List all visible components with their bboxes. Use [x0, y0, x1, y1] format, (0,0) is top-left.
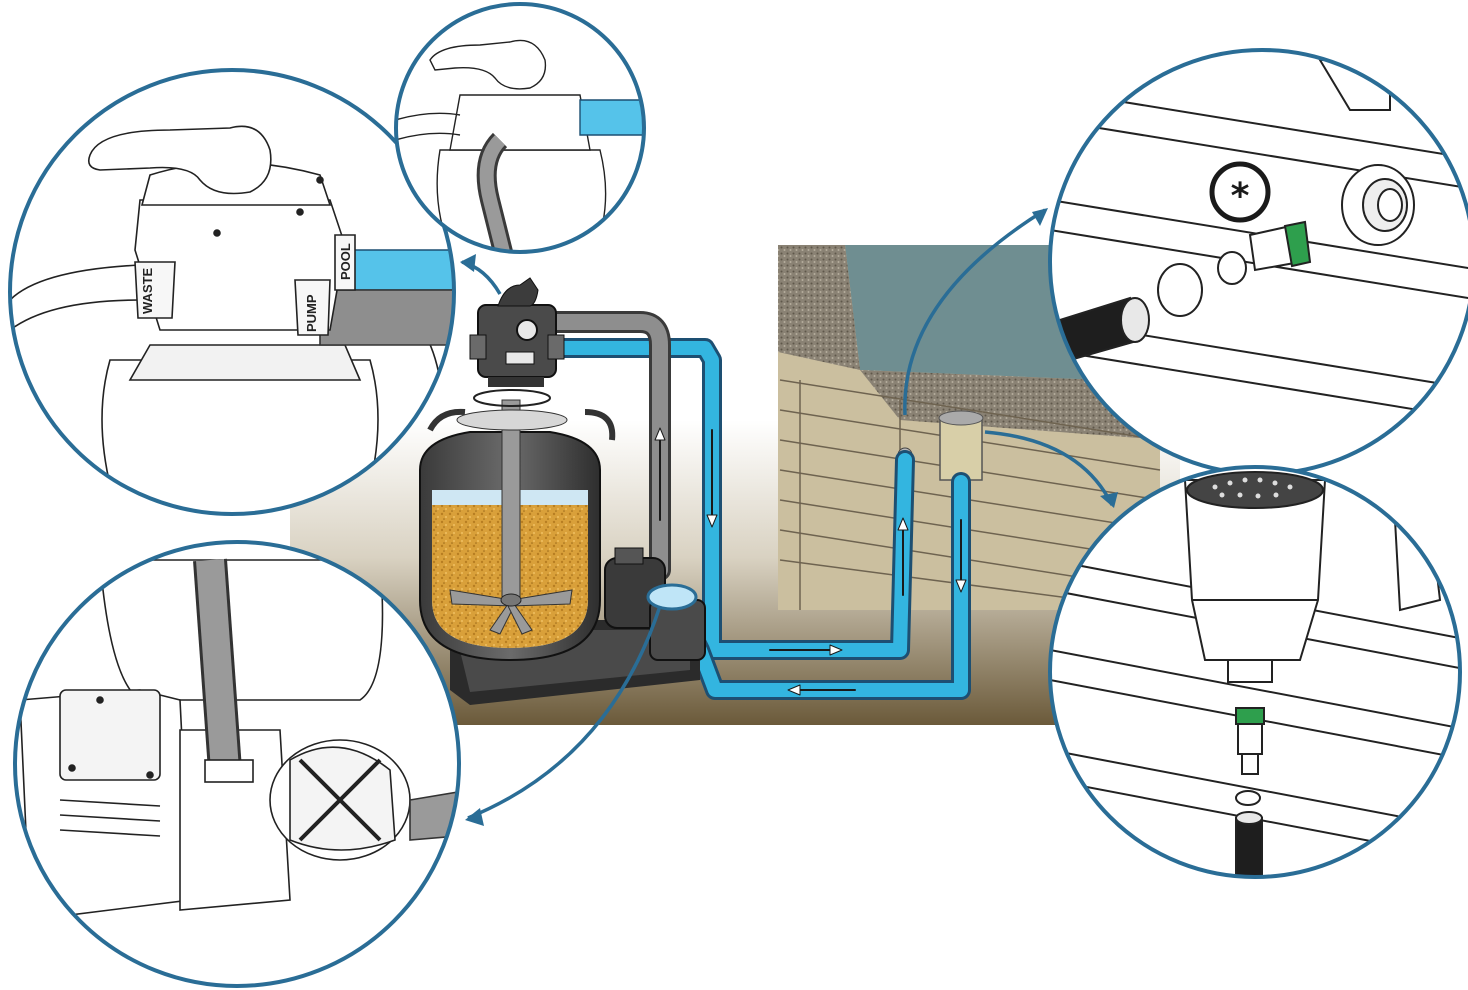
skimmer-on-wall	[938, 410, 984, 481]
pool-coping-left	[778, 245, 860, 370]
detail-valve-closeup: WASTE PUMP POOL	[8, 68, 456, 516]
multiport-valve-icon	[469, 277, 565, 387]
label-pool: POOL	[338, 243, 353, 280]
callout-arrowheads	[460, 208, 1118, 826]
valve-to-pump-pipe	[547, 314, 668, 578]
detail-pump-closeup	[13, 540, 461, 988]
label-pump: PUMP	[304, 294, 319, 332]
pump-basket-lid	[646, 583, 698, 611]
detail-wall-inlet: *	[1048, 48, 1468, 476]
label-waste: WASTE	[140, 267, 155, 314]
pump-icon	[604, 547, 706, 661]
sand-filter	[419, 277, 700, 705]
asterisk-marker: *	[1231, 176, 1250, 217]
detail-skimmer	[1048, 465, 1462, 879]
detail-valve-top	[394, 2, 646, 254]
